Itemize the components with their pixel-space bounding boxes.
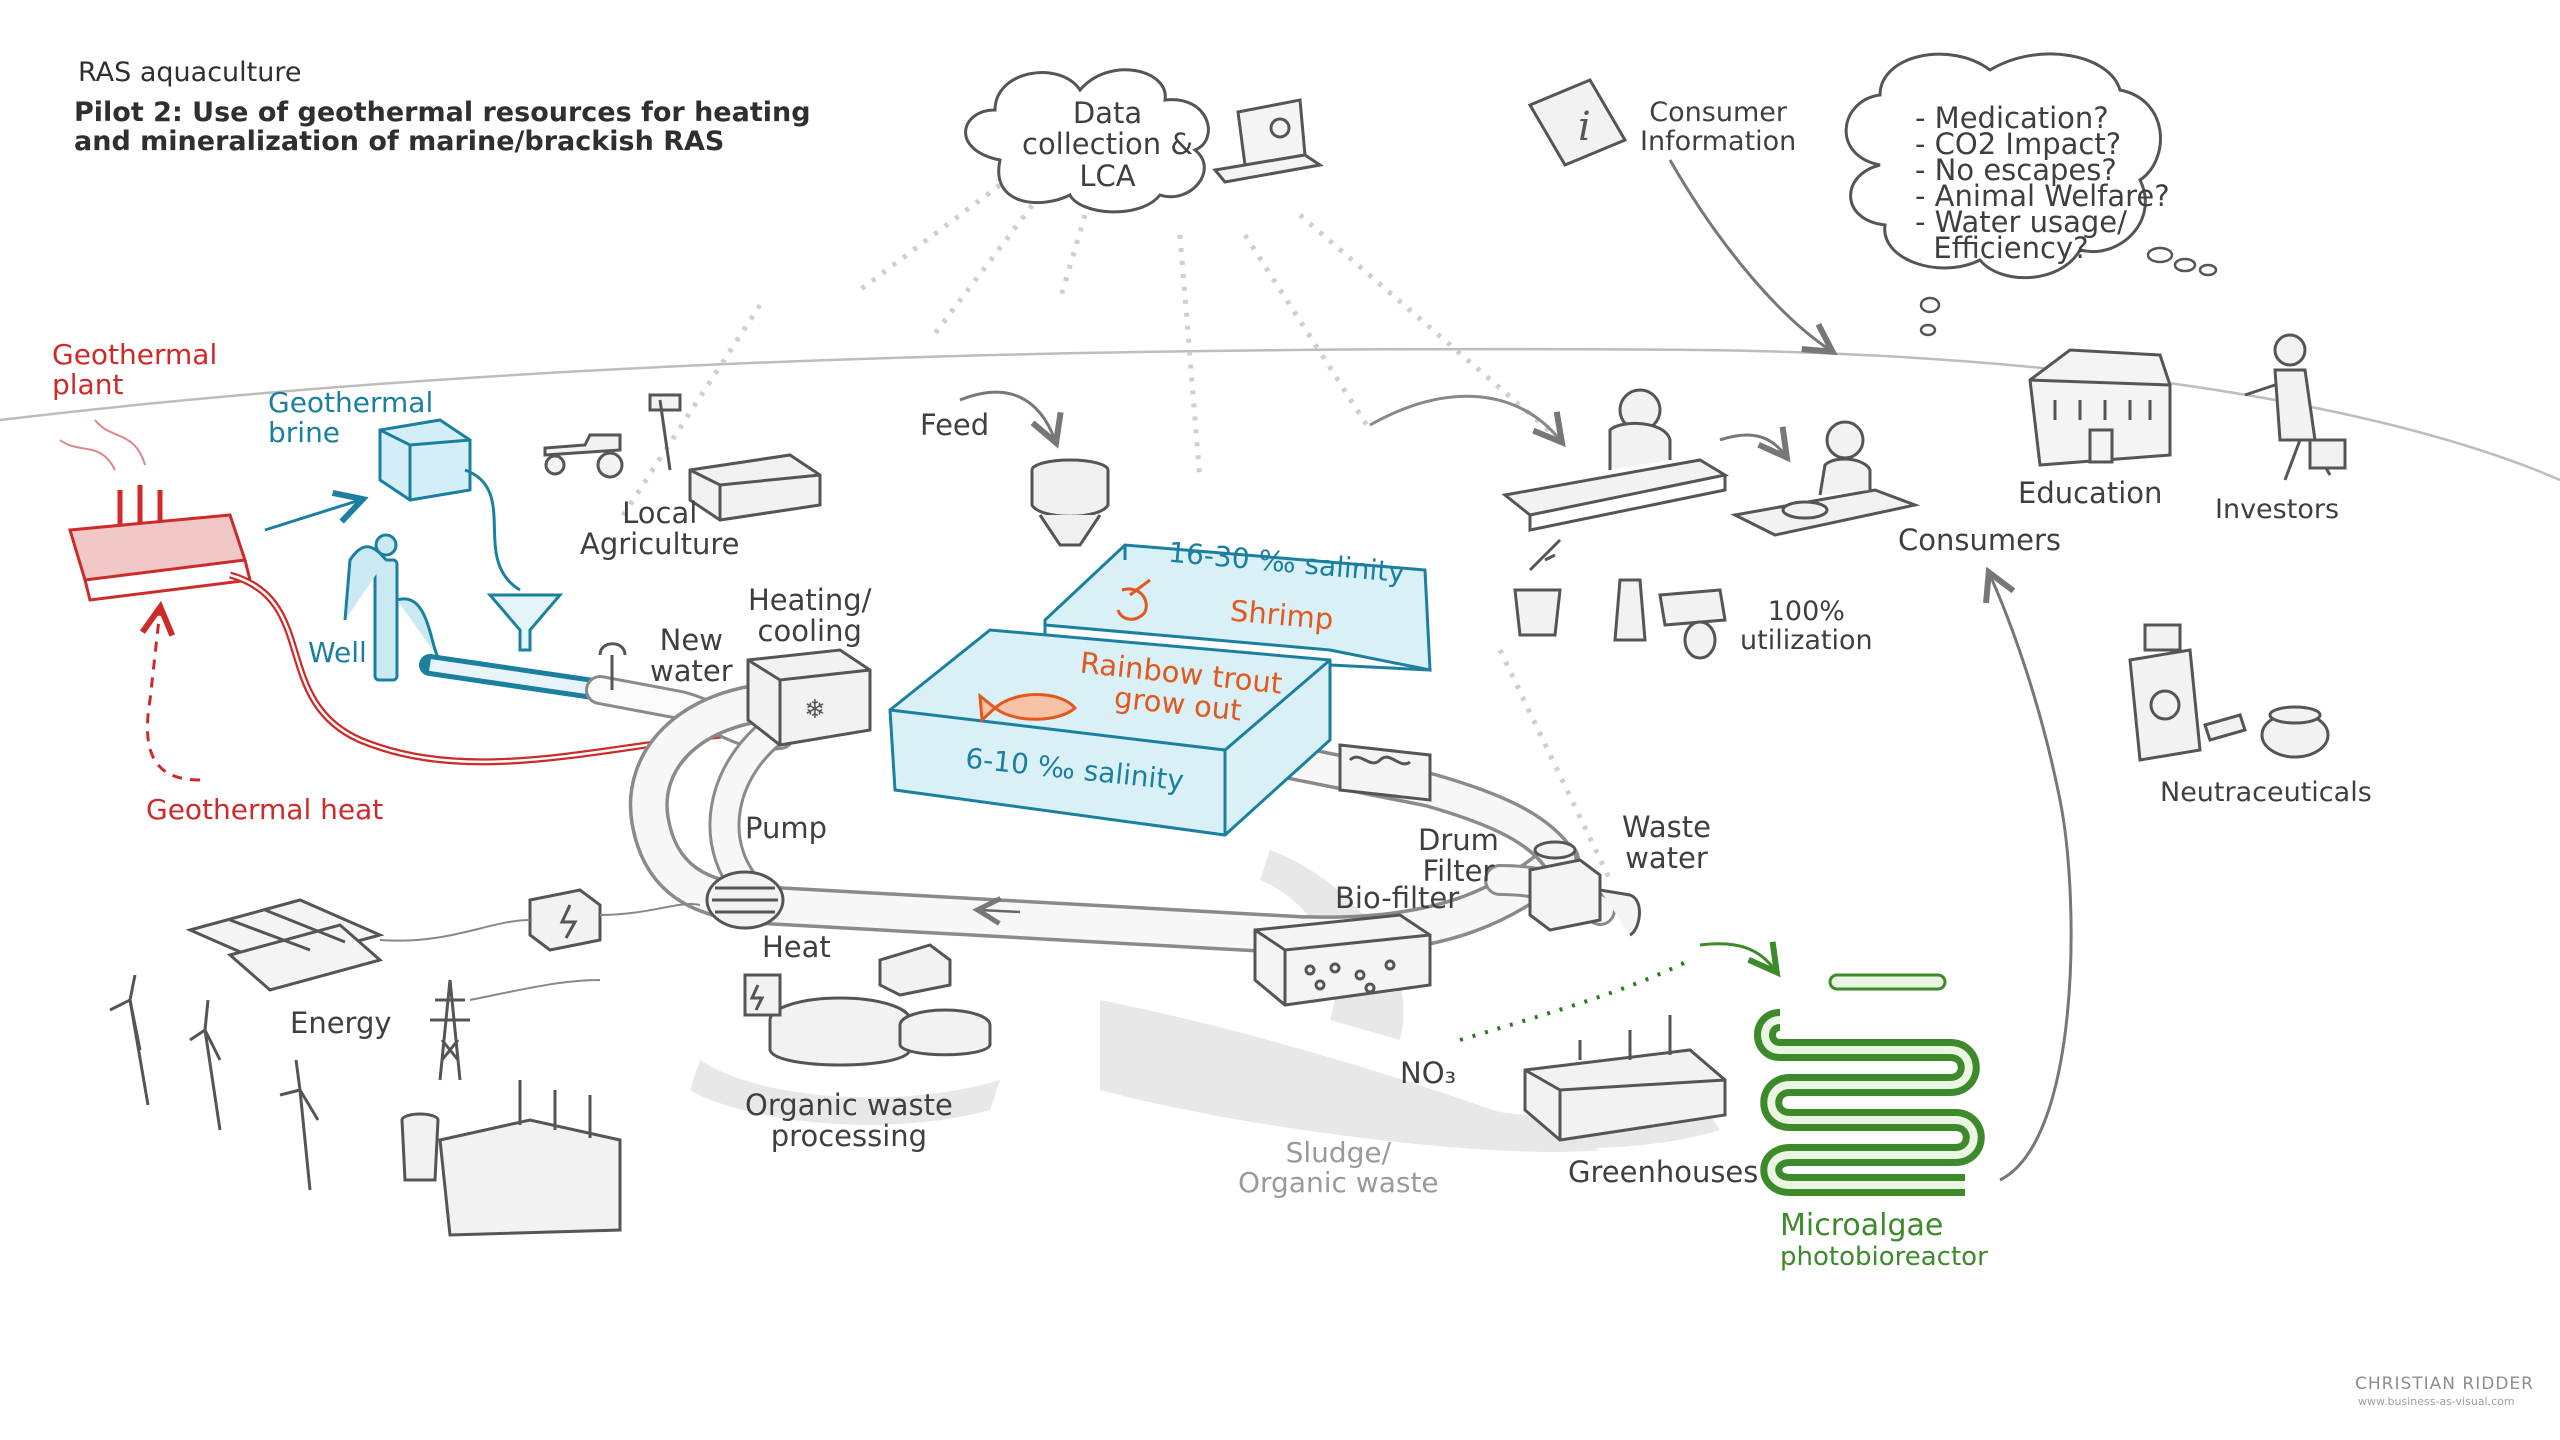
- solar-panels-icon: [185, 898, 385, 992]
- pump-icon: [705, 870, 785, 930]
- label-drum-filter: Drum Filter: [1418, 823, 1499, 889]
- label-data-collection: Data collection & LCA: [1022, 96, 1193, 193]
- factory-icon: [400, 1080, 622, 1237]
- question-list: - Medication? - CO2 Impact? - No escapes…: [1915, 101, 2170, 265]
- question-item: - Medication?: [1915, 101, 2109, 135]
- data-cloud-shape: [964, 68, 1210, 214]
- label-neutraceuticals: Neutraceuticals: [2160, 777, 2372, 808]
- label-consumer-information: Consumer Information: [1640, 97, 1797, 158]
- label-heating-cooling: Heating/ cooling: [748, 583, 872, 649]
- wind-turbines-icon: [109, 974, 320, 1191]
- label-new-water: New water: [650, 623, 733, 689]
- label-no3: NO₃: [1400, 1056, 1457, 1090]
- label-geothermal-brine: Geothermal brine: [268, 386, 434, 450]
- label-education: Education: [2018, 476, 2163, 510]
- power-converter-icon: [528, 888, 602, 952]
- label-100-utilization: 100% utilization: [1740, 596, 1873, 657]
- trout-tank: [888, 628, 1332, 837]
- consumer-flow-arrow-2: [1369, 394, 1560, 440]
- investor-person-icon: [2244, 333, 2347, 481]
- nitrate-arrow: [1699, 944, 1775, 970]
- energy-lines: [379, 903, 701, 1001]
- info-sign-icon: i: [1527, 78, 1628, 167]
- byproducts-icon: [1513, 538, 1727, 660]
- label-consumers: Consumers: [1898, 523, 2061, 557]
- artist-website: www.business-as-visual.com: [2358, 1395, 2515, 1408]
- thought-bubbles: [1919, 246, 2218, 337]
- svg-text:❄: ❄: [804, 695, 826, 725]
- geothermal-heat-pipe-inner: [229, 573, 776, 764]
- label-biofilter: Bio-filter: [1335, 881, 1460, 915]
- label-local-agriculture: Local Agriculture: [580, 496, 740, 562]
- label-organic-waste-processing: Organic waste processing: [745, 1088, 953, 1154]
- biofilter-icon: [1253, 913, 1432, 1007]
- valve-icon: [598, 642, 627, 690]
- brine-arrow: [264, 500, 360, 532]
- flow-direction-arrow: [980, 910, 1021, 912]
- question-item: - Water usage/: [1915, 205, 2127, 239]
- algae-to-consumers-arrow: [1990, 575, 2073, 1182]
- funnel-icon: [486, 593, 564, 652]
- label-well: Well: [308, 636, 367, 669]
- feed-arrow: [959, 390, 1055, 440]
- question-item: - No escapes?: [1915, 153, 2117, 187]
- label-geothermal-plant: Geothermal plant: [52, 338, 218, 402]
- diagram-title: RAS aquaculture: [78, 57, 302, 88]
- label-photobioreactor: photobioreactor: [1780, 1242, 1988, 1272]
- fish-processing-conveyor-icon: [1501, 388, 1730, 532]
- label-geothermal-heat: Geothermal heat: [146, 793, 384, 826]
- label-feed: Feed: [920, 408, 990, 442]
- feed-hopper-icon: [1030, 458, 1110, 547]
- shrimp-icon: [1116, 578, 1151, 621]
- label-pump: Pump: [745, 811, 828, 845]
- dining-consumer-icon: [1730, 420, 1921, 537]
- question-item: - CO2 Impact?: [1915, 127, 2122, 161]
- brine-cube-icon: [378, 418, 472, 502]
- artist-signature: CHRISTIAN RIDDER: [2355, 1374, 2534, 1394]
- question-item: - Animal Welfare?: [1915, 179, 2170, 213]
- well-pump-icon: [343, 533, 442, 682]
- heating-cooling-unit-icon: ❄: [746, 648, 872, 747]
- label-investors: Investors: [2215, 494, 2340, 525]
- waste-water-outlet-icon: [1528, 840, 1641, 937]
- power-pylon-icon: [430, 979, 470, 1081]
- question-item: Efficiency?: [1915, 231, 2089, 265]
- label-greenhouses: Greenhouses: [1568, 1155, 1759, 1189]
- education-building-icon: [2028, 348, 2172, 467]
- brine-flow-line: [464, 468, 521, 592]
- organic-waste-digester-icon: [768, 943, 992, 1067]
- horizon-line: [0, 347, 2560, 482]
- nutrient-dot-stream: [1459, 958, 1691, 1042]
- trout-fish-icon: [978, 692, 1078, 724]
- diagram-subtitle: Pilot 2: Use of geothermal resources for…: [74, 97, 811, 158]
- label-heat: Heat: [762, 930, 831, 964]
- photobioreactor-icon: [1754, 973, 1985, 1196]
- new-water-pipe-highlight: [429, 659, 601, 696]
- drum-filter-icon: [1338, 743, 1432, 802]
- label-energy: Energy: [290, 1006, 392, 1040]
- info-to-consumers-arrow: [1668, 159, 1830, 350]
- label-sludge: Sludge/ Organic waste: [1238, 1136, 1439, 1200]
- geothermal-return-arrow: [147, 610, 201, 782]
- svg-text:i: i: [1578, 104, 1591, 150]
- label-microalgae: Microalgae: [1780, 1208, 1944, 1243]
- consumer-flow-arrow: [1719, 435, 1785, 455]
- neutraceuticals-icon: [2128, 623, 2330, 762]
- data-stream-lines: [617, 183, 1613, 882]
- greenhouse-planter-icon: [1523, 1015, 1727, 1142]
- label-waste-water: Waste water: [1622, 810, 1711, 876]
- heat-exchanger-icon: [743, 973, 782, 1017]
- geothermal-plant-icon: [59, 419, 252, 602]
- agriculture-icon: [543, 393, 822, 522]
- question-cloud-shape: [1844, 52, 2162, 280]
- laptop-icon: [1212, 98, 1324, 184]
